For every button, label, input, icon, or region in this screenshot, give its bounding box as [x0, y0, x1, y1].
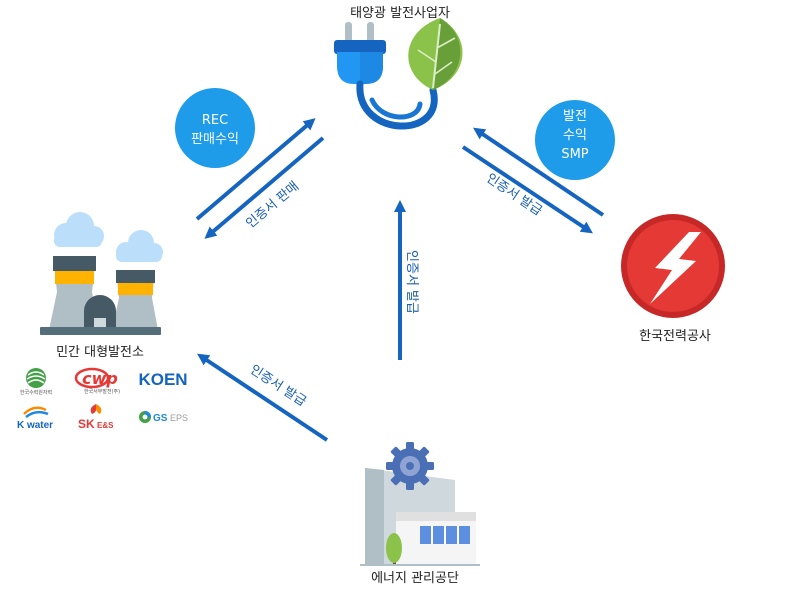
arrow-plant-to-solar [195, 118, 316, 221]
rec-badge-line1: REC [202, 113, 228, 128]
arrow-kepco-to-solar [473, 127, 605, 217]
cwp-logo-mark: cwp [82, 369, 118, 388]
sk-es-logo: SK E&S [78, 404, 114, 431]
smp-badge-line1: 발전 [563, 109, 587, 124]
sk-logo-sub: E&S [97, 421, 114, 430]
smp-badge-line2: 수익 [563, 128, 587, 143]
koen-logo: KOEN [138, 370, 187, 389]
smp-badge-line3: SMP [561, 147, 588, 162]
khnp-logo-text: 한국수력원자력 [20, 389, 52, 396]
gs-eps-logo: GS EPS [139, 411, 188, 424]
kwater-logo: K water [17, 406, 53, 431]
private-power-plant-node: 민간 대형발전소 [40, 212, 163, 360]
arrow-agency-to-plant [197, 353, 329, 442]
edge-label-plant-solar: 인증서 판매 [243, 179, 302, 232]
arrow-solar-to-kepco [461, 145, 593, 234]
private-power-plant-label: 민간 대형발전소 [56, 345, 144, 360]
solar-producer-node: 태양광 발전사업자 [334, 6, 463, 130]
kepco-label: 한국전력공사 [639, 329, 711, 344]
gs-logo-sub: EPS [170, 413, 188, 423]
building-gear-icon [360, 442, 480, 566]
plug-leaf-icon [334, 18, 463, 130]
gs-logo-mark: GS [153, 413, 168, 424]
smp-revenue-badge: 발전 수익 SMP [535, 100, 615, 180]
kwater-logo-mark: K water [17, 420, 53, 431]
edge-label-agency-solar: 인증서 발급 [404, 250, 419, 314]
kepco-node: 한국전력공사 [621, 214, 725, 344]
koen-logo-mark: KOEN [138, 370, 187, 389]
rec-revenue-badge: REC 판매수익 [175, 88, 255, 168]
cwp-logo-text: 한국서부발전(주) [84, 388, 120, 395]
power-plant-icon [40, 212, 163, 335]
rec-badge-line2: 판매수익 [191, 132, 239, 147]
cwp-logo: cwp 한국서부발전(주) [74, 367, 120, 395]
edge-label-agency-plant: 인증서 발급 [247, 362, 309, 409]
energy-agency-label: 에너지 관리공단 [371, 571, 459, 586]
arrow-solar-to-plant [204, 136, 325, 239]
energy-agency-node: 에너지 관리공단 [360, 442, 480, 586]
sk-logo-mark: SK [78, 417, 95, 431]
solar-producer-label: 태양광 발전사업자 [350, 6, 450, 21]
khnp-logo: 한국수력원자력 [20, 368, 52, 396]
lightning-bolt-icon [621, 214, 725, 318]
